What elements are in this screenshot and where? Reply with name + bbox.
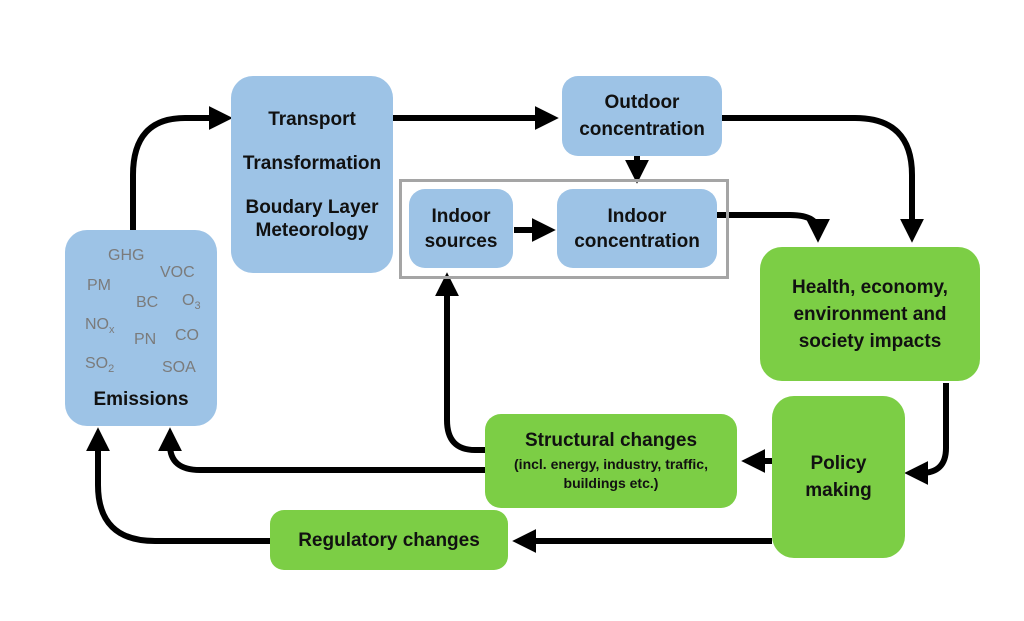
policy-making-box: Policy making	[772, 396, 905, 558]
transformation-label: Transformation	[242, 152, 382, 174]
regulatory-label: Regulatory changes	[298, 529, 480, 551]
arrow-regulatory-to-emissions	[86, 427, 270, 544]
impacts-line2: environment and	[793, 303, 947, 325]
regulatory-changes-box: Regulatory changes	[270, 510, 508, 570]
structural-changes-box: Structural changes (incl. energy, indust…	[485, 414, 737, 508]
indoor-sources-line2: sources	[424, 230, 498, 252]
impacts-line3: society impacts	[798, 330, 942, 352]
indoor-sources-box: Indoor sources	[409, 189, 513, 268]
pollutant-soa: SOA	[162, 359, 196, 376]
emissions-label: Emissions	[93, 389, 189, 410]
boundary-layer-label: Boudary Layer	[245, 196, 379, 218]
pollutant-co: CO	[175, 327, 199, 344]
transport-box: Transport Transformation Boudary Layer M…	[231, 76, 393, 273]
policy-line1: Policy	[810, 453, 867, 474]
policy-line2: making	[805, 480, 872, 501]
arrow-structural-to-indoor-sources	[435, 272, 485, 453]
indoor-sources-line1: Indoor	[431, 205, 491, 227]
outdoor-concentration-box: Outdoor concentration	[562, 76, 722, 156]
pollutant-so2: SO2	[85, 355, 115, 376]
structural-title: Structural changes	[524, 430, 698, 451]
pollutant-pm: PM	[87, 277, 111, 294]
pollutant-ghg: GHG	[108, 247, 145, 264]
indoor-frame	[399, 179, 729, 279]
pollutant-voc: VOC	[160, 264, 195, 281]
arrow-indoor-to-impacts	[717, 212, 830, 243]
structural-sub-line1: (incl. energy, industry, traffic,	[514, 456, 708, 472]
structural-sub-line2: buildings etc.)	[563, 475, 659, 491]
indoor-conc-line1: Indoor	[607, 205, 667, 227]
outdoor-label-line2: concentration	[579, 119, 705, 140]
impacts-line1: Health, economy,	[792, 276, 948, 298]
indoor-concentration-box: Indoor concentration	[557, 189, 717, 268]
arrow-emissions-to-transport	[130, 106, 233, 230]
arrow-outdoor-to-impacts	[722, 115, 924, 243]
pollutant-nox: NOx	[85, 316, 115, 337]
transport-label: Transport	[268, 108, 356, 130]
emissions-box: GHG VOC PM BC O3 NOx CO PN SO2 SOA Emiss…	[65, 230, 217, 426]
pollutant-o3: O3	[182, 292, 201, 313]
impacts-box: Health, economy, environment and society…	[760, 247, 980, 381]
outdoor-label-line1: Outdoor	[604, 92, 680, 113]
arrow-structural-to-emissions	[158, 427, 485, 473]
pollutant-pn: PN	[134, 331, 157, 348]
pollutant-bc: BC	[136, 294, 159, 311]
meteorology-label: Meteorology	[255, 219, 369, 241]
indoor-conc-line2: concentration	[574, 230, 700, 252]
arrow-impacts-to-policy	[904, 383, 949, 485]
